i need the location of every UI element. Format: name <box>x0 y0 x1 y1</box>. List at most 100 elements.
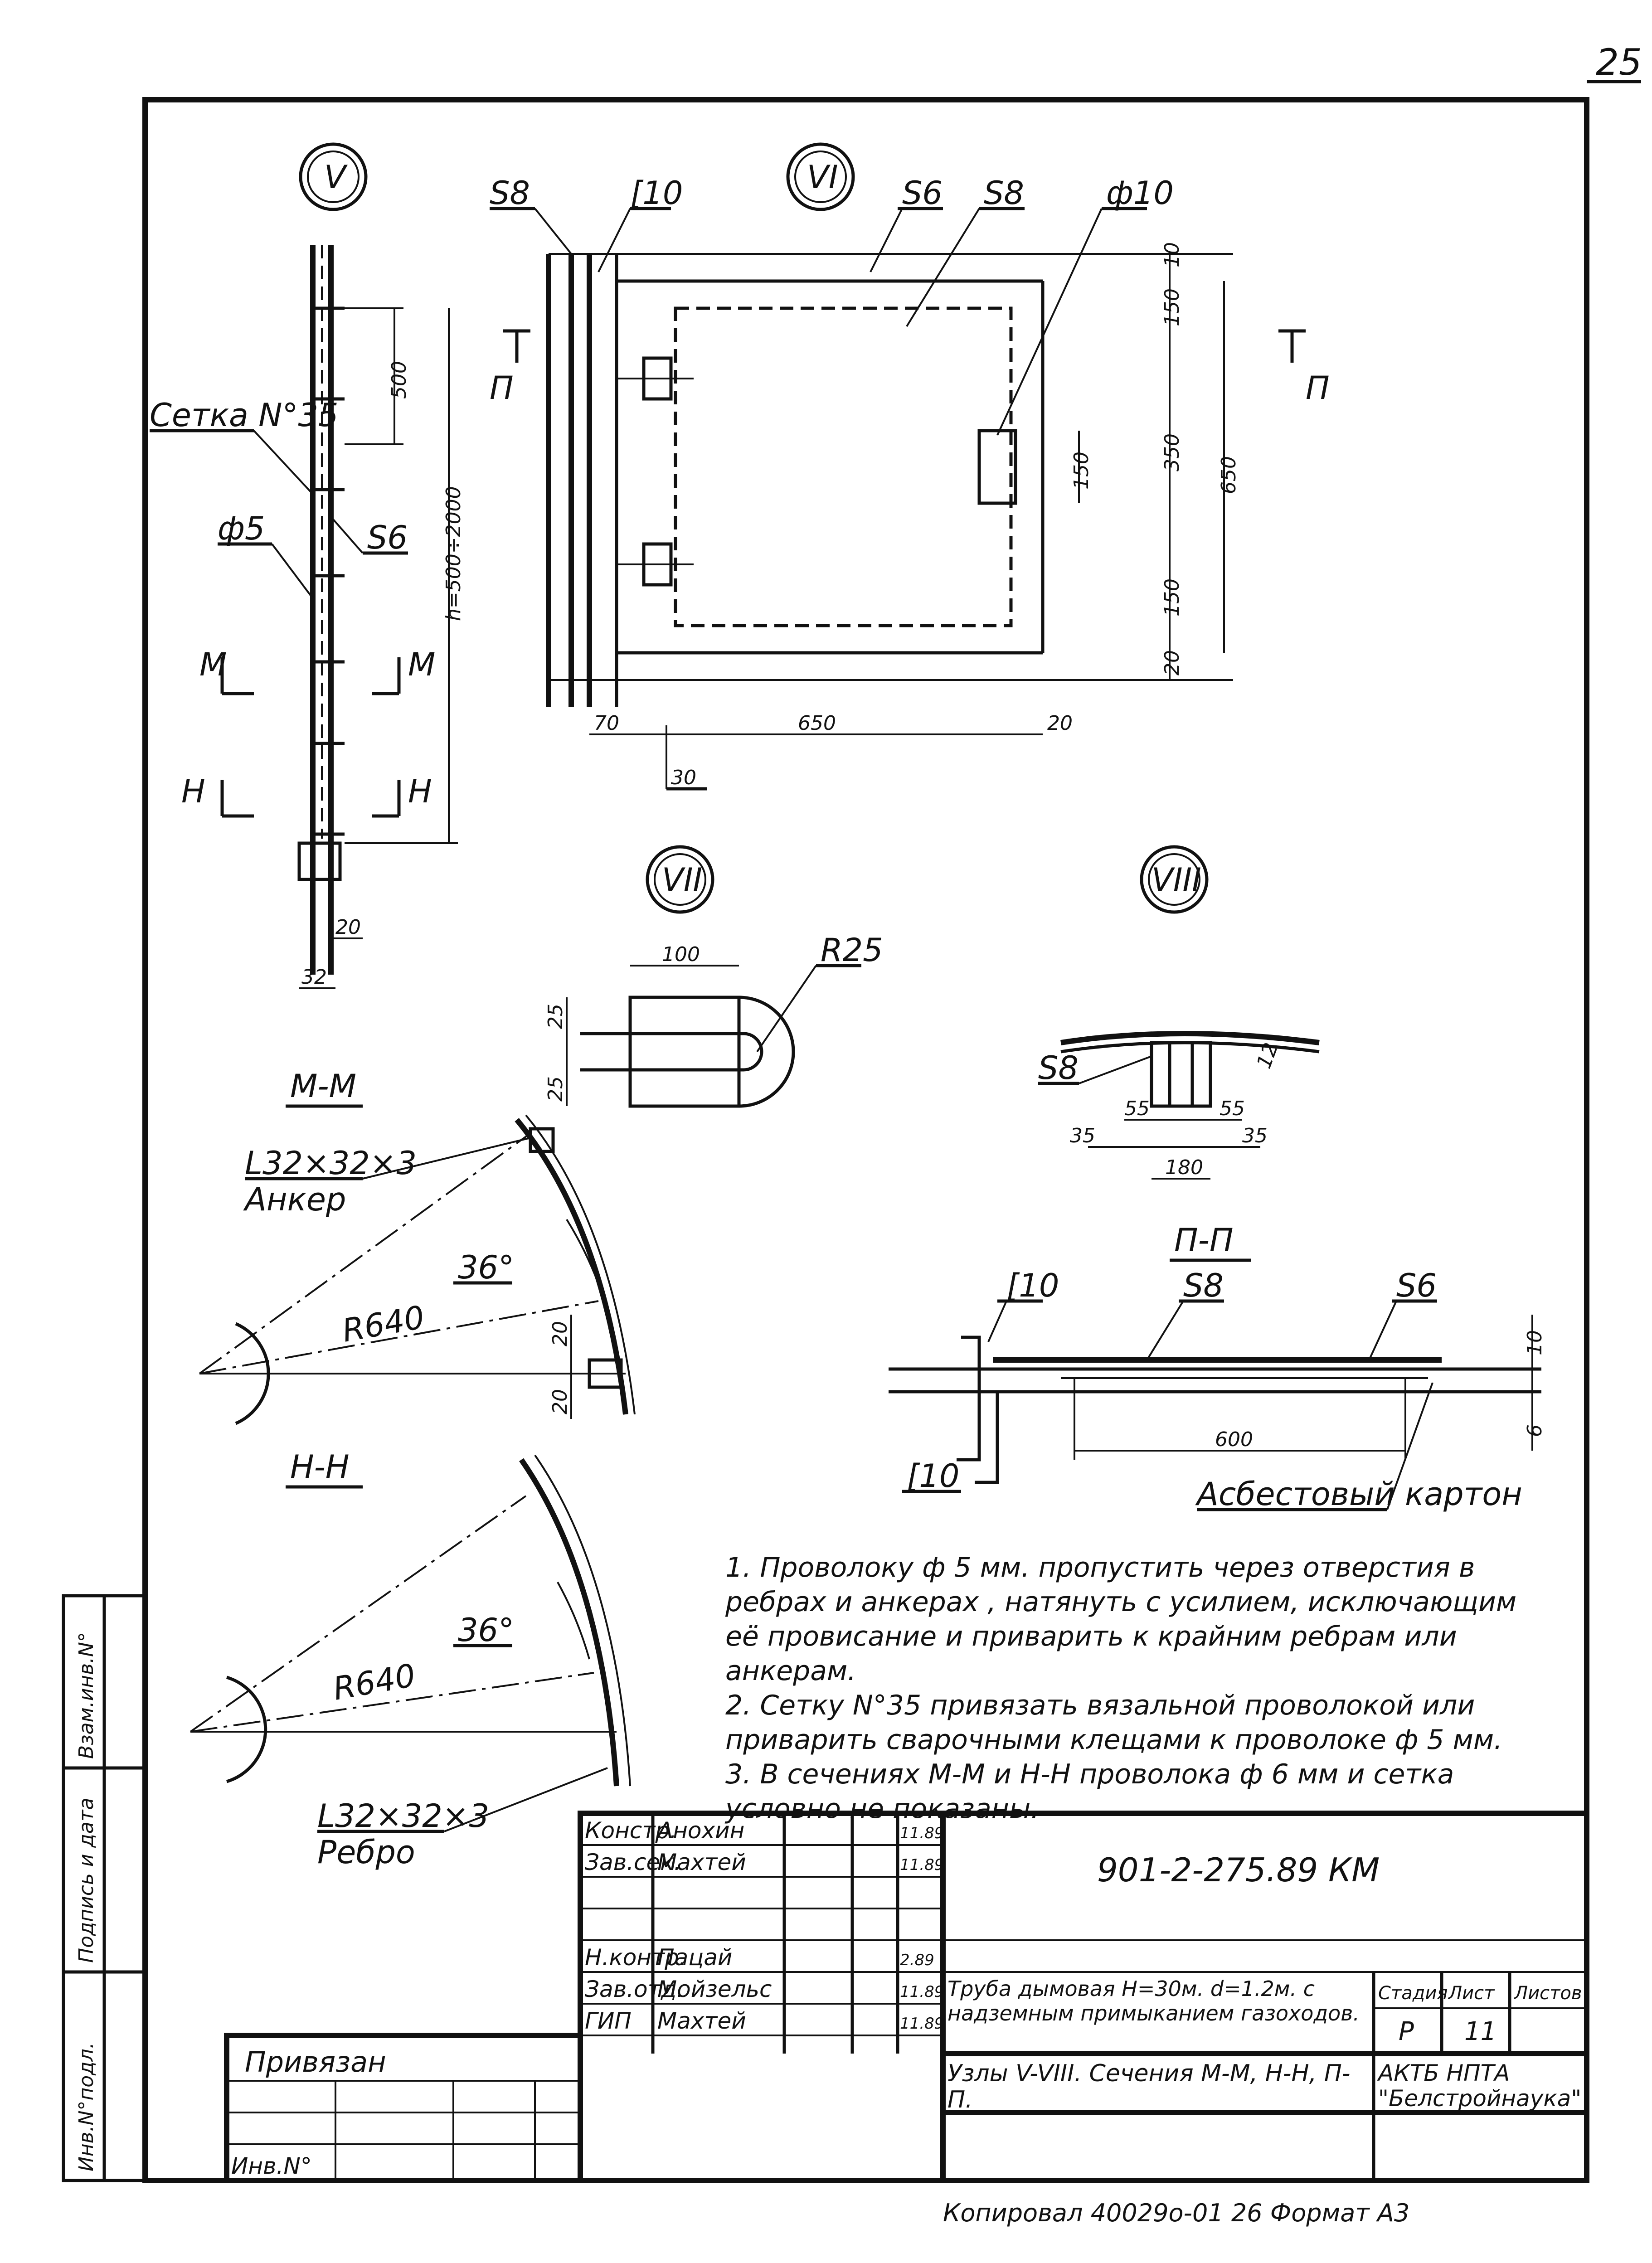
note-2: 2. Сетку N°35 привязать вязальной провол… <box>725 1690 1503 1756</box>
tb-date-1: 11.89 <box>900 1824 944 1842</box>
node-vi-s8b-label: S8 <box>984 175 1024 212</box>
tb-role-2: Зав.сек. <box>585 1849 681 1875</box>
node-vi-s6-label: S6 <box>902 175 943 212</box>
tb-role-1: Констр. <box>585 1817 677 1844</box>
footer-copied: Копировал 40029о-01 26 Формат А3 <box>943 2199 1409 2227</box>
section-nn-angle: 36° <box>458 1612 514 1649</box>
tb-object: Труба дымовая Н=30м. d=1.2м. с надземным… <box>947 1976 1360 2025</box>
tb-bound-label: Привязан <box>245 2045 386 2078</box>
section-nn-angle-label: L32×32×3 <box>317 1797 489 1835</box>
tb-date-2: 11.89 <box>900 1856 944 1874</box>
tb-stage: Р <box>1399 2017 1414 2046</box>
node-v: V 500 h=500÷2000 Сетка N°35 ф5 S6 М <box>150 142 465 989</box>
node-v-dim-20: 20 <box>335 916 361 939</box>
section-pp-material-label: Асбестовый картон <box>1195 1476 1522 1513</box>
node-vi-dim-20v: 20 <box>1161 650 1184 675</box>
tb-inv-label: Инв.N° <box>231 2153 312 2179</box>
node-viii-dim-35b: 35 <box>1242 1124 1268 1147</box>
node-viii-label: VIII <box>1152 861 1201 898</box>
node-v-mesh-label: Сетка N°35 <box>150 397 339 434</box>
node-vii: VII 100 R25 25 25 <box>544 845 883 1108</box>
node-vii-r25-label: R25 <box>821 932 883 969</box>
node-v-cut-n-right: Н <box>408 773 432 810</box>
tb-date-3: 2.89 <box>900 1951 934 1969</box>
node-v-cut-n-left: Н <box>181 773 205 810</box>
notes: 1. Проволоку ф 5 мм. пропустить через от… <box>725 1552 1517 1825</box>
tb-stage-label: Стадия <box>1378 1983 1448 2004</box>
node-vii-dim-25b: 25 <box>544 1076 567 1102</box>
side-label-sign: Подпись и дата <box>75 1798 98 1963</box>
section-pp-dim-6: 6 <box>1523 1424 1546 1437</box>
node-vi-c10-label: [10 <box>630 175 683 212</box>
node-vi-dim-350: 350 <box>1161 433 1184 471</box>
section-pp-s8-label: S8 <box>1183 1267 1224 1304</box>
tb-date-4: 11.89 <box>900 1983 944 2001</box>
node-viii-dim-55b: 55 <box>1220 1097 1245 1120</box>
tb-sheet-label: Лист <box>1448 1983 1495 2004</box>
tb-name-4: Мойзельс <box>657 1976 772 2002</box>
note-3: 3. В сечениях М-М и Н-Н проволока ф 6 мм… <box>725 1758 1454 1825</box>
section-pp: П-П [10 S8 S6 10 6 600 [10 Асбестовый ка… <box>889 1222 1546 1513</box>
node-v-label: V <box>324 159 348 196</box>
section-mm-radius: R640 <box>340 1298 428 1349</box>
tb-role-5: ГИП <box>585 2008 632 2034</box>
node-vi-dim-150a: 150 <box>1161 288 1184 326</box>
section-nn-radius: R640 <box>330 1656 418 1707</box>
tb-role-4: Зав.отд. <box>585 1976 684 2002</box>
node-vi-dim-70: 70 <box>594 712 619 735</box>
side-label-inv: Инв.N°подл. <box>75 2042 98 2171</box>
node-viii-dim-55a: 55 <box>1124 1097 1150 1120</box>
page-number: 25 <box>1596 41 1642 83</box>
node-v-cut-m-right: М <box>408 646 435 683</box>
tb-date-5: 11.89 <box>900 2015 944 2033</box>
node-v-dim-32: 32 <box>301 966 327 989</box>
section-mm-angle-label: L32×32×3 <box>245 1145 417 1182</box>
tb-name-3: Пацай <box>657 1944 732 1971</box>
node-vii-dim-100: 100 <box>662 943 700 966</box>
node-vi-dim-650v: 650 <box>1217 456 1240 494</box>
tb-name-5: Махтей <box>657 2008 746 2034</box>
node-vii-dim-25a: 25 <box>544 1004 567 1029</box>
node-v-sheet-label: S6 <box>367 519 408 556</box>
node-vii-label: VII <box>662 861 702 898</box>
section-pp-dim-600: 600 <box>1215 1428 1253 1451</box>
section-pp-dim-10: 10 <box>1523 1330 1546 1355</box>
title-block: Констр. Анохин 11.89 Зав.сек. Махтей 11.… <box>224 1811 1589 2183</box>
note-1: 1. Проволоку ф 5 мм. пропустить через от… <box>725 1552 1517 1687</box>
tb-sheet: 11 <box>1464 2017 1497 2046</box>
node-vi-dim-150c: 150 <box>1070 452 1093 490</box>
section-pp-s6-label: S6 <box>1396 1267 1437 1304</box>
section-pp-c10a-label: [10 <box>1006 1267 1059 1304</box>
node-viii-dim-35a: 35 <box>1070 1124 1095 1147</box>
node-v-wire-label: ф5 <box>218 510 265 547</box>
node-viii-s8-label: S8 <box>1038 1049 1079 1087</box>
node-vi-dim-150b: 150 <box>1161 578 1184 617</box>
node-viii: VIII S8 55 55 35 35 180 12 <box>1038 845 1320 1180</box>
node-vi: VI S8 [10 S6 S8 ф10 П П <box>490 142 1330 791</box>
section-pp-title: П-П <box>1174 1222 1234 1259</box>
node-viii-dim-180: 180 <box>1165 1156 1203 1179</box>
side-label-replace: Взам.инв.N° <box>75 1632 98 1759</box>
section-mm: М-М L32×32×3 Анкер 36° R640 20 20 <box>199 1068 636 1425</box>
node-v-dim-height: h=500÷2000 <box>442 486 465 621</box>
section-mm-title: М-М <box>290 1068 356 1105</box>
side-strip: Инв.N°подл. Подпись и дата Взам.инв.N° <box>62 1594 147 2182</box>
tb-org: АКТБ НПТА "Белстройнаука" <box>1378 2060 1582 2112</box>
node-vi-s8-label: S8 <box>490 175 530 212</box>
node-vi-phi10-label: ф10 <box>1106 175 1174 212</box>
node-vi-dim-30: 30 <box>671 766 696 789</box>
node-vi-dim-20h: 20 <box>1047 712 1073 735</box>
tb-role-3: Н.контр. <box>585 1944 686 1971</box>
tb-name-2: Махтей <box>657 1849 746 1875</box>
section-mm-angle: 36° <box>458 1249 514 1286</box>
section-mm-dim-20a: 20 <box>549 1321 572 1346</box>
section-nn-title: Н-Н <box>290 1448 350 1486</box>
node-v-dim-500: 500 <box>388 361 411 399</box>
node-vi-cut-p-left: П <box>490 369 514 407</box>
section-mm-angle-name: Анкер <box>243 1181 346 1218</box>
tb-sheets-label: Листов <box>1513 1983 1582 2004</box>
section-nn: Н-Н 36° R640 L32×32×3 Ребро <box>189 1448 631 1871</box>
tb-name-1: Анохин <box>656 1817 744 1844</box>
node-vi-label: VI <box>807 159 838 196</box>
